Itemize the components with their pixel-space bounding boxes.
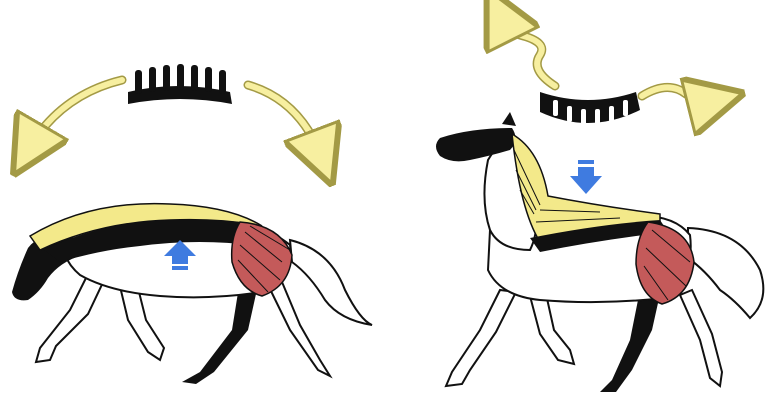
vertebrae-icon-convex xyxy=(128,64,232,104)
horse-head-low xyxy=(12,204,372,384)
horse-head-high xyxy=(436,112,763,392)
horse-tail xyxy=(290,240,372,325)
left-panel-rounded-back xyxy=(12,64,372,384)
horse-hind-leg-dark-right xyxy=(600,290,660,392)
right-panel-hollow-back xyxy=(436,14,763,392)
yellow-curved-arrow-left xyxy=(28,80,122,150)
vertebrae-icon-concave xyxy=(540,92,640,125)
horse-hind-leg-white xyxy=(268,282,330,376)
horse-front-leg-right-2 xyxy=(530,294,574,364)
blue-arrow-down xyxy=(570,160,602,194)
horse-front-leg-1 xyxy=(36,270,106,362)
yellow-curved-arrow-right xyxy=(248,85,322,158)
horse-hind-leg-white-right xyxy=(680,290,722,386)
horse-front-leg-right-1 xyxy=(446,290,516,386)
